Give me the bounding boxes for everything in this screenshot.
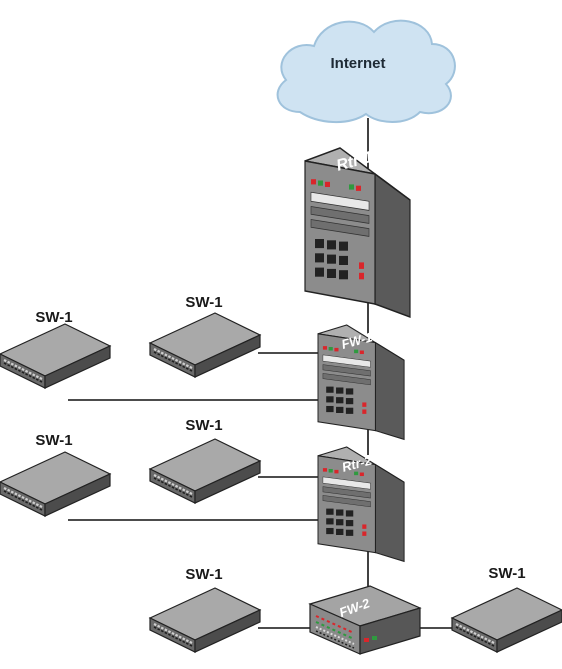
router-rtr1 xyxy=(304,147,411,318)
internet-label: Internet xyxy=(330,55,385,72)
switch-fw1-left-label: SW-1 xyxy=(35,309,72,326)
switch-fw2-left xyxy=(148,586,262,654)
internet-cloud: Internet xyxy=(276,19,456,124)
switch-fw2-left-label: SW-1 xyxy=(185,566,222,583)
switch-rtr2-left-label: SW-1 xyxy=(35,432,72,449)
switch-fw1-mid xyxy=(148,311,262,379)
switch-fw2-right xyxy=(450,586,562,654)
switch-rtr2-mid-label: SW-1 xyxy=(185,417,222,434)
switch-fw2-right-label: SW-1 xyxy=(488,565,525,582)
switch-fw1-left xyxy=(0,322,112,390)
switch-fw1-mid-label: SW-1 xyxy=(185,294,222,311)
switch-rtr2-mid xyxy=(148,437,262,505)
switch-rtr2-left xyxy=(0,450,112,518)
